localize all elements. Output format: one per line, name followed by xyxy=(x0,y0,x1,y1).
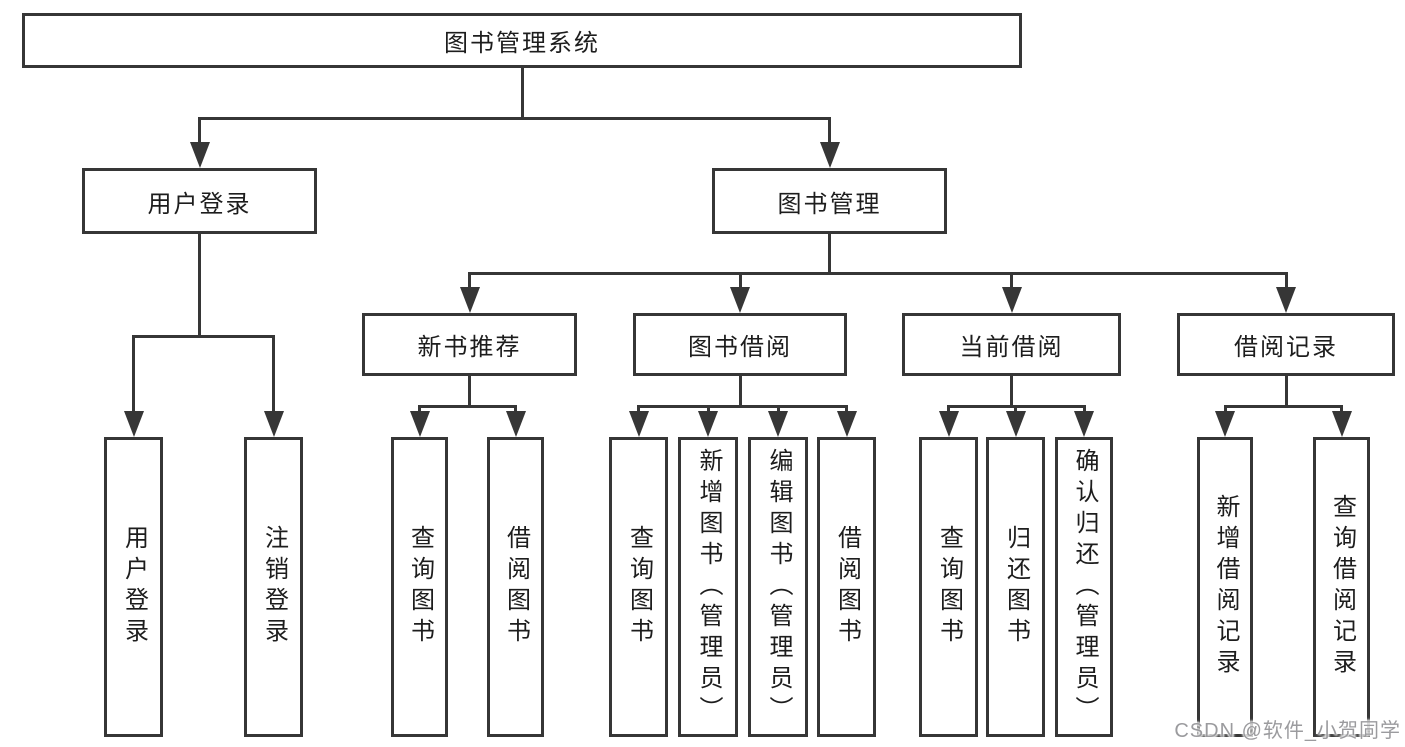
node-leaf-query-book-2: 查询图书 xyxy=(609,437,668,737)
arrow-down-icon-user-login xyxy=(189,142,210,168)
arrow-down-icon-book-mgmt xyxy=(819,142,840,168)
node-label-leaf-borrow-book-2: 借阅图书 xyxy=(833,525,861,649)
arrow-down-icon-leaf-borrow-book-1 xyxy=(505,411,526,437)
node-label-user-login: 用户登录 xyxy=(147,190,252,218)
node-label-new-book-rec: 新书推荐 xyxy=(417,334,522,361)
connector-stem-leaf-borrow-book-1 xyxy=(514,406,517,413)
node-leaf-return-book: 归还图书 xyxy=(986,437,1045,737)
connector-stem-leaf-borrow-book-2 xyxy=(845,406,848,413)
connector-stem-leaf-query-borrow-record xyxy=(1340,406,1343,413)
node-leaf-confirm-return: 确认归还（管理员） xyxy=(1055,437,1113,737)
node-label-leaf-logout: 注销登录 xyxy=(260,525,288,649)
connector-drop-new-book-rec xyxy=(468,376,471,408)
connector-rail-book-borrow xyxy=(637,404,848,408)
connector-stem-leaf-add-book xyxy=(706,406,710,413)
connector-stem-leaf-return-book xyxy=(1014,406,1017,413)
node-leaf-query-borrow-record: 查询借阅记录 xyxy=(1313,437,1370,737)
node-label-leaf-user-login: 用户登录 xyxy=(120,525,148,649)
arrow-down-icon-leaf-edit-book xyxy=(768,411,788,437)
node-label-leaf-query-book-1: 查询图书 xyxy=(406,525,434,649)
arrow-down-icon-leaf-logout xyxy=(263,411,284,437)
node-borrow-record: 借阅记录 xyxy=(1177,313,1395,376)
connector-stem-book-borrow xyxy=(738,273,742,289)
node-label-borrow-record: 借阅记录 xyxy=(1234,334,1338,361)
arrow-down-icon-leaf-query-borrow-record xyxy=(1331,411,1352,437)
node-book-borrow: 图书借阅 xyxy=(633,313,847,376)
node-leaf-edit-book: 编辑图书（管理员） xyxy=(748,437,808,737)
node-leaf-query-book-1: 查询图书 xyxy=(391,437,448,737)
node-leaf-add-borrow-record: 新增借阅记录 xyxy=(1197,437,1253,737)
node-label-leaf-query-book-3: 查询图书 xyxy=(935,525,963,649)
arrow-down-icon-current-borrow xyxy=(1001,287,1022,313)
arrow-down-icon-leaf-query-book-3 xyxy=(938,411,959,437)
connector-stem-leaf-query-book-2 xyxy=(637,406,640,413)
arrow-down-icon-leaf-confirm-return xyxy=(1074,411,1094,437)
arrow-down-icon-leaf-add-book xyxy=(698,411,718,437)
node-label-leaf-add-book: 新增图书（管理员） xyxy=(695,447,722,727)
connector-stem-leaf-user-login xyxy=(132,336,135,413)
arrow-down-icon-leaf-query-book-2 xyxy=(628,411,649,437)
node-current-borrow: 当前借阅 xyxy=(902,313,1121,376)
node-leaf-user-login: 用户登录 xyxy=(104,437,163,737)
connector-stem-leaf-edit-book xyxy=(776,406,780,413)
arrow-down-icon-borrow-record xyxy=(1276,287,1296,313)
connector-stem-user-login xyxy=(198,118,201,144)
connector-stem-leaf-confirm-return xyxy=(1082,406,1086,413)
node-user-login: 用户登录 xyxy=(82,168,317,234)
arrow-down-icon-leaf-add-borrow-record xyxy=(1215,411,1235,437)
node-leaf-borrow-book-1: 借阅图书 xyxy=(487,437,544,737)
arrow-down-icon-leaf-query-book-1 xyxy=(409,411,430,437)
connector-stem-leaf-query-book-3 xyxy=(947,406,950,413)
node-label-leaf-query-book-2: 查询图书 xyxy=(625,525,653,649)
arrow-down-icon-book-borrow xyxy=(730,287,750,313)
node-label-leaf-edit-book: 编辑图书（管理员） xyxy=(765,447,792,727)
node-label-current-borrow: 当前借阅 xyxy=(959,334,1064,361)
node-label-leaf-add-borrow-record: 新增借阅记录 xyxy=(1212,494,1239,680)
connector-drop-root xyxy=(520,68,524,120)
connector-drop-borrow-record xyxy=(1284,376,1288,408)
node-leaf-logout: 注销登录 xyxy=(244,437,303,737)
connector-stem-borrow-record xyxy=(1284,273,1288,289)
arrow-down-icon-new-book-rec xyxy=(459,287,480,313)
node-leaf-borrow-book-2: 借阅图书 xyxy=(817,437,876,737)
arrow-down-icon-leaf-return-book xyxy=(1005,411,1026,437)
node-root: 图书管理系统 xyxy=(22,13,1022,68)
connector-stem-leaf-query-book-1 xyxy=(418,406,421,413)
connector-rail-user-login xyxy=(132,334,275,338)
connector-drop-current-borrow xyxy=(1010,376,1013,408)
node-new-book-rec: 新书推荐 xyxy=(362,313,577,376)
node-label-book-mgmt: 图书管理 xyxy=(777,190,882,218)
connector-stem-leaf-logout xyxy=(272,336,275,413)
connector-rail-borrow-record xyxy=(1223,404,1343,408)
node-label-leaf-query-borrow-record: 查询借阅记录 xyxy=(1328,494,1356,680)
connector-stem-leaf-add-borrow-record xyxy=(1223,406,1227,413)
node-leaf-query-book-3: 查询图书 xyxy=(919,437,978,737)
connector-drop-user-login xyxy=(198,234,201,338)
node-label-book-borrow: 图书借阅 xyxy=(688,334,792,361)
connector-stem-book-mgmt xyxy=(828,118,831,144)
connector-stem-current-borrow xyxy=(1010,273,1013,289)
node-label-leaf-return-book: 归还图书 xyxy=(1002,525,1030,649)
connector-stem-new-book-rec xyxy=(468,273,471,289)
csdn-watermark: CSDN @软件_小贺同学 xyxy=(1174,720,1401,742)
arrow-down-icon-leaf-user-login xyxy=(123,411,144,437)
connector-rail-root xyxy=(198,116,831,120)
connector-drop-book-borrow xyxy=(738,376,742,408)
connector-rail-new-book-rec xyxy=(418,404,517,408)
arrow-down-icon-leaf-borrow-book-2 xyxy=(836,411,857,437)
connector-rail-book-mgmt xyxy=(468,271,1288,275)
node-label-leaf-borrow-book-1: 借阅图书 xyxy=(502,525,530,649)
node-label-root: 图书管理系统 xyxy=(444,30,600,57)
node-book-mgmt: 图书管理 xyxy=(712,168,947,234)
node-label-leaf-confirm-return: 确认归还（管理员） xyxy=(1071,447,1098,727)
node-leaf-add-book: 新增图书（管理员） xyxy=(678,437,738,737)
connector-drop-book-mgmt xyxy=(828,234,831,275)
